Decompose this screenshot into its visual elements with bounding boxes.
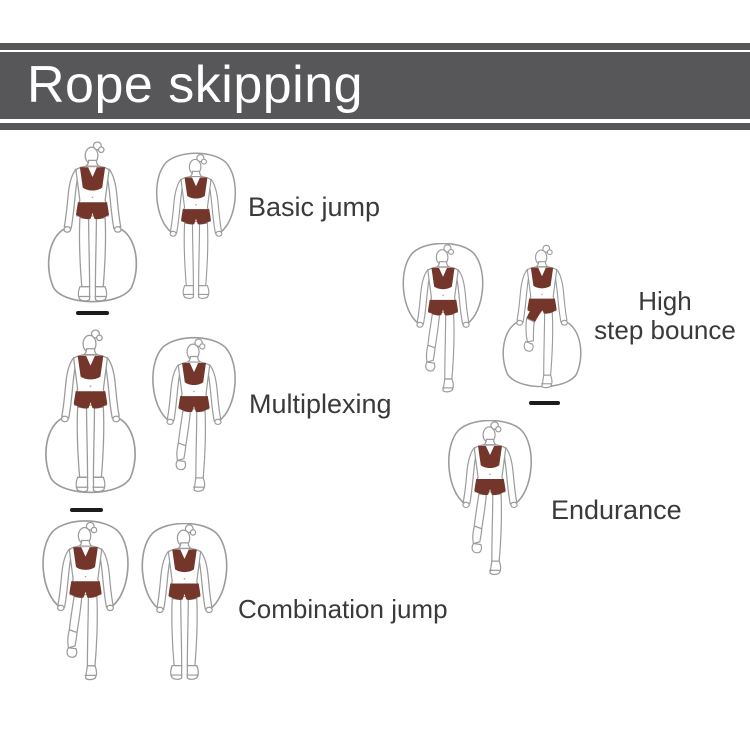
skipper-rope-overhead-step-icon (148, 330, 240, 510)
ground-line (76, 311, 109, 315)
label-endurance: Endurance (551, 495, 682, 525)
label-basic-jump: Basic jump (248, 192, 381, 222)
skipper-rope-down-icon (41, 328, 140, 506)
label-high-step-bounce-line1: High (638, 286, 692, 316)
label-high-step-bounce: High step bounce (590, 287, 740, 345)
title-band: Rope skipping (0, 52, 750, 119)
ground-line (70, 508, 103, 512)
skipper-rope-overhead-step-icon (443, 420, 537, 586)
skipper-rope-down-icon (43, 140, 142, 315)
label-combination-jump: Combination jump (238, 594, 448, 624)
page-title: Rope skipping (27, 56, 364, 114)
skipper-high-knee-rope-down-icon (499, 240, 585, 402)
ground-line (529, 401, 560, 405)
label-high-step-bounce-line2: step bounce (594, 315, 736, 345)
skipper-rope-overhead-step-icon (398, 243, 488, 403)
title-underline-bar (0, 123, 750, 130)
top-divider-bar (0, 43, 750, 50)
label-multiplexing: Multiplexing (249, 389, 392, 419)
skipper-rope-overhead-icon (152, 148, 240, 316)
skipper-rope-overhead-step-icon (38, 520, 133, 692)
skipper-rope-overhead-icon (137, 523, 232, 693)
